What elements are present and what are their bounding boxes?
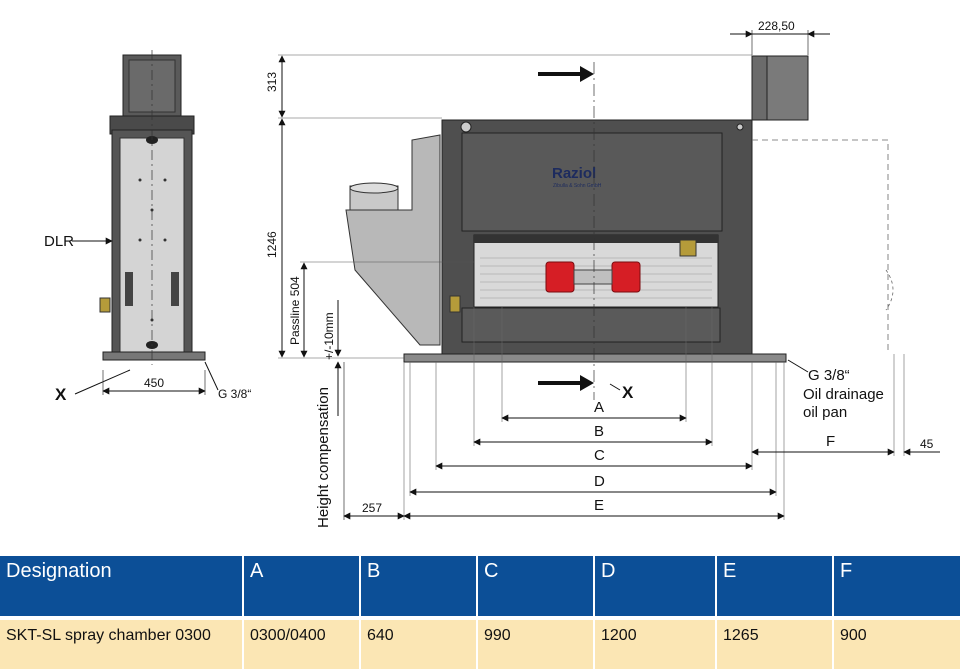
dimension-b-label: B <box>594 423 604 440</box>
g-right-label: G 3/8“ <box>808 367 850 384</box>
side-view: DLR X G 3/8“ 450 <box>44 50 251 404</box>
top-offset-dimension: 228,50 <box>758 19 795 33</box>
dimension-313: 313 <box>265 72 279 92</box>
dimension-d-label: D <box>594 473 605 490</box>
header-d: D <box>594 556 717 620</box>
header-a: A <box>243 556 361 620</box>
passline-label: Passline 504 <box>288 276 302 345</box>
header-designation: Designation <box>0 556 244 620</box>
dimension-257: 257 <box>362 501 382 515</box>
table-row: SKT-SL spray chamber 0300 0300/0400 640 … <box>0 618 960 669</box>
width-side-dimension: 450 <box>144 376 164 390</box>
tolerance-label: +/-10mm <box>322 312 336 360</box>
brand-logo: Raziol <box>552 165 596 182</box>
roller-right <box>611 261 641 293</box>
x-left-label: X <box>55 385 67 404</box>
brand-subtitle: Zibulla & Sohn GmbH <box>553 183 602 189</box>
cell-f: 900 <box>833 618 960 669</box>
dimension-1246: 1246 <box>265 231 279 258</box>
x-front-label: X <box>622 383 634 402</box>
table-header-row: Designation A B C D E F <box>0 556 960 620</box>
height-compensation-label: Height compensation <box>315 387 332 528</box>
dimension-f-label: F <box>826 433 835 450</box>
cell-b: 640 <box>360 618 478 669</box>
g-left-label: G 3/8“ <box>218 387 251 401</box>
specification-table: Designation A B C D E F SKT-SL spray cha… <box>0 556 960 669</box>
cell-a: 0300/0400 <box>243 618 361 669</box>
dimension-e-label: E <box>594 497 604 514</box>
cell-c: 990 <box>477 618 595 669</box>
header-f: F <box>833 556 960 620</box>
cell-d: 1200 <box>594 618 717 669</box>
technical-drawing: DLR X G 3/8“ 450 Raziol Zibulla & Sohn G… <box>44 19 940 528</box>
header-b: B <box>360 556 478 620</box>
dimension-c-label: C <box>594 447 605 464</box>
oil-drainage-label: Oil drainage <box>803 386 884 403</box>
dimension-a-label: A <box>594 399 604 416</box>
header-c: C <box>477 556 595 620</box>
front-view: Raziol Zibulla & Sohn GmbH X G <box>265 19 940 528</box>
cell-designation: SKT-SL spray chamber 0300 <box>0 618 244 669</box>
header-e: E <box>716 556 834 620</box>
cell-e: 1265 <box>716 618 834 669</box>
dimension-45: 45 <box>920 437 934 451</box>
dlr-label: DLR <box>44 233 74 250</box>
oil-pan-label: oil pan <box>803 404 847 421</box>
roller-left <box>545 261 575 293</box>
